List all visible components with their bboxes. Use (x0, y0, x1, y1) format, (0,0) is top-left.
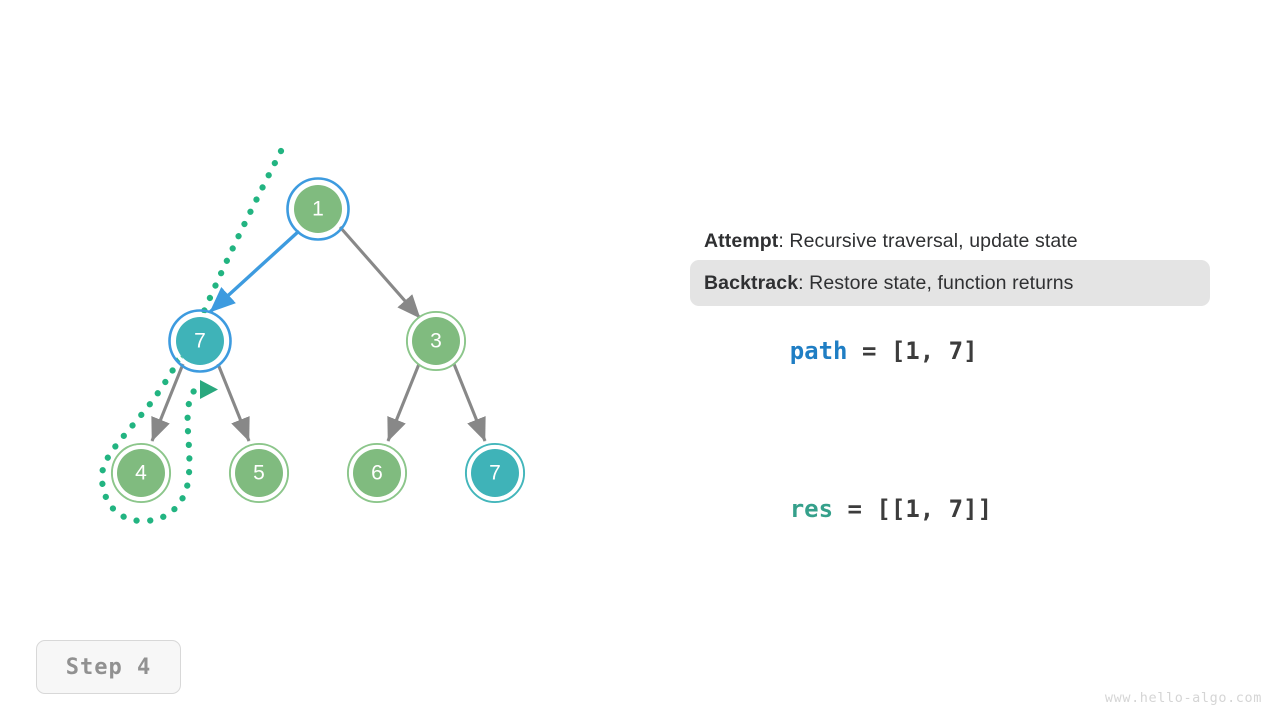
variable-eq-path: = (847, 337, 891, 365)
variable-name-res: res (789, 495, 834, 523)
edge-n7l-n4 (150, 363, 185, 442)
backtrack-label: Backtrack (704, 272, 799, 294)
tree-node-7-left[interactable]: 7 (168, 309, 232, 373)
tree-node-5-label: 5 (253, 462, 265, 485)
attempt-line: Attempt: Recursive traversal, update sta… (690, 222, 1210, 260)
variable-row-res: res = [[1, 7]] (690, 464, 1210, 554)
tree-node-4-label: 4 (135, 462, 147, 485)
variable-value-res: [[1, 7]] (876, 495, 993, 523)
edge-n3-n7r (452, 363, 487, 442)
tree-node-7-right[interactable]: 7 (464, 442, 526, 504)
tree-node-6-label: 6 (371, 462, 383, 485)
site-watermark: www.hello-algo.com (1104, 690, 1262, 706)
panel-spacer (690, 396, 1210, 464)
tree-node-7-left-label: 7 (194, 330, 206, 353)
current-position-marker-icon (200, 380, 218, 399)
state-info-panel: Attempt: Recursive traversal, update sta… (690, 222, 1210, 554)
tree-nodes: 1 7 3 4 (110, 177, 526, 504)
binary-tree-diagram: 1 7 3 4 (98, 147, 526, 525)
variable-value-path: [1, 7] (890, 337, 978, 365)
tree-node-4[interactable]: 4 (110, 442, 172, 504)
variable-row-path: path = [1, 7] (690, 306, 1210, 396)
backtrack-line: Backtrack: Restore state, function retur… (690, 260, 1210, 306)
tree-edges (150, 225, 487, 442)
tree-node-7-right-label: 7 (489, 462, 501, 485)
variable-name-path: path (789, 337, 848, 365)
tree-node-6[interactable]: 6 (346, 442, 408, 504)
tree-node-1[interactable]: 1 (286, 177, 350, 241)
variable-eq-res: = (833, 495, 877, 523)
edge-n1-n7l-active (208, 229, 301, 314)
step-badge-label: Step 4 (65, 654, 152, 680)
attempt-description: : Recursive traversal, update state (778, 230, 1078, 252)
step-badge: Step 4 (36, 640, 181, 694)
attempt-label: Attempt (704, 230, 779, 252)
edge-n3-n6 (386, 363, 421, 442)
backtrack-description: : Restore state, function returns (798, 272, 1074, 294)
tree-node-3[interactable]: 3 (405, 310, 467, 372)
tree-node-5[interactable]: 5 (228, 442, 290, 504)
tree-node-3-label: 3 (430, 330, 442, 353)
edge-n7l-n5 (216, 363, 251, 442)
edge-n1-n3 (338, 225, 422, 320)
tree-node-1-label: 1 (312, 198, 324, 221)
